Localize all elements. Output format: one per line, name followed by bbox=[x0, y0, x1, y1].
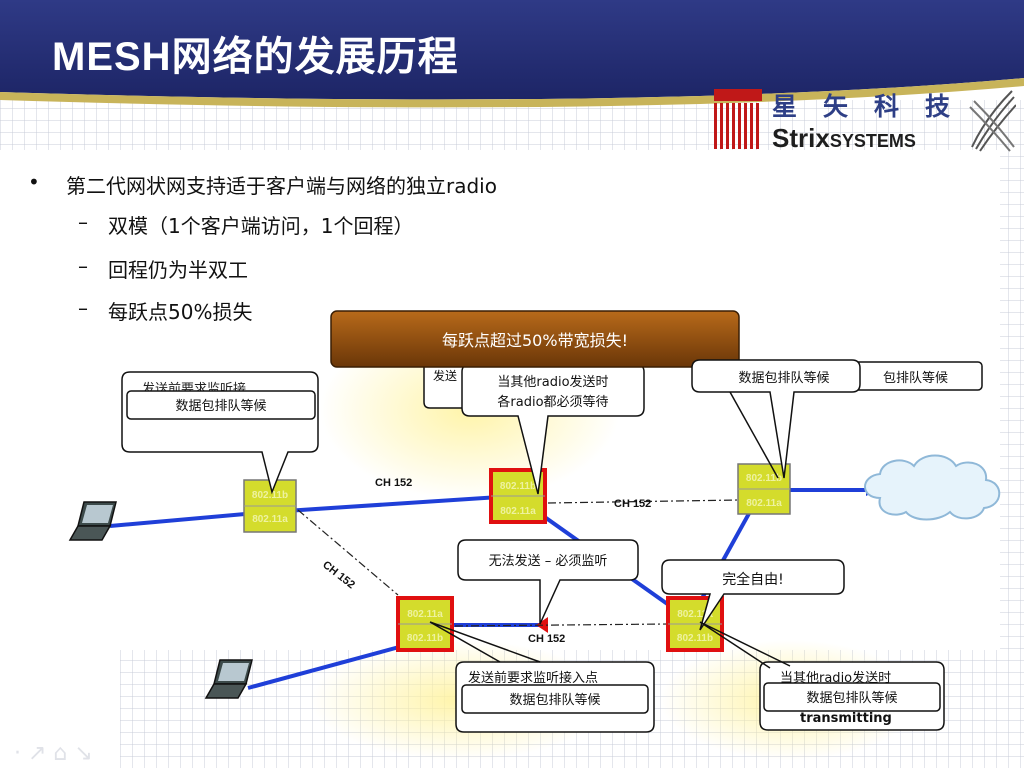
bottom-panel bbox=[0, 650, 120, 768]
wait-text-line2: 各radio都必须等待 bbox=[497, 394, 608, 410]
logo-swirl-icon bbox=[969, 90, 1016, 152]
bullet-marker: • bbox=[28, 170, 40, 194]
queue-label: 数据包排队等候 bbox=[509, 692, 600, 708]
speech-bubble bbox=[691, 359, 861, 479]
node-radio-label: 802.11b bbox=[407, 633, 443, 644]
radio-text-partial: 当其他radio发送时 bbox=[780, 670, 891, 686]
speech-bubble bbox=[461, 363, 645, 495]
queue-label-partial: 包排队等候 bbox=[883, 370, 948, 386]
request-listen-text: 发送前要求监听接入点 bbox=[468, 670, 598, 686]
node-radio-label: 802.11a bbox=[407, 609, 443, 620]
node-radio-label: 802.11a bbox=[252, 514, 288, 525]
header-band bbox=[0, 0, 1024, 100]
banner-text: 每跃点超过50%带宽损失! bbox=[442, 331, 628, 350]
node-radio-label: 802.11b bbox=[746, 473, 782, 484]
laptop-icon bbox=[68, 501, 117, 541]
node-radio-label: 802.11a bbox=[500, 506, 536, 517]
mesh-node[interactable]: 802.11b 802.11a bbox=[737, 463, 791, 515]
dashed-link-node4-node5 bbox=[454, 623, 669, 627]
callout-pointer bbox=[729, 391, 779, 479]
callout-pointer bbox=[699, 621, 791, 669]
bullet-sub-marker: – bbox=[78, 296, 88, 320]
queue-label-box bbox=[461, 684, 649, 714]
bandwidth-loss-banner bbox=[330, 310, 740, 368]
queue-label-box bbox=[763, 682, 941, 712]
company-logo: 星矢科技 StrixSYSTEMS bbox=[712, 85, 1018, 155]
node-radio-label: 802.11a bbox=[746, 498, 782, 509]
node-radio-label: 802.11b bbox=[252, 490, 288, 501]
bullet-sub-marker: – bbox=[78, 254, 88, 278]
bullet-main-text: 第二代网状网支持适于客户端与网络的独立radio bbox=[66, 174, 497, 198]
logo-chinese-name: 星矢科技 bbox=[772, 92, 977, 121]
channel-label: CH 152 bbox=[528, 633, 565, 645]
channel-label: CH 152 bbox=[614, 498, 651, 510]
bullet-sub-text: 双模（1个客户端访问，1个回程） bbox=[108, 214, 414, 238]
speech-bubble bbox=[661, 559, 845, 631]
queue-label: 数据包排队等候 bbox=[175, 398, 266, 414]
internet-cloud-icon bbox=[864, 454, 1001, 521]
bullet-sub-marker: – bbox=[78, 210, 88, 234]
slide-title: MESH网络的发展历程 bbox=[52, 35, 459, 79]
logo-english-sub: SYSTEMS bbox=[829, 131, 916, 151]
bullet-sub-text: 每跃点50%损失 bbox=[108, 300, 253, 324]
node-radio-label: 802.11a bbox=[677, 609, 713, 620]
callout-pointer bbox=[429, 621, 541, 663]
header-gold-stripe bbox=[0, 78, 1024, 108]
transmitting-text-partial: transmitting bbox=[800, 711, 892, 726]
node-radio-label: 802.11b bbox=[500, 481, 536, 492]
link-node1-node2 bbox=[269, 494, 516, 514]
dashed-link-node1-node4 bbox=[297, 509, 399, 596]
mesh-node-transmitting[interactable]: 802.11a 802.11b bbox=[396, 596, 454, 652]
queue-label: 数据包排队等候 bbox=[738, 370, 829, 386]
channel-label: CH 152 bbox=[375, 477, 412, 489]
logo-english-main: Strix bbox=[772, 123, 830, 153]
node-radio-label: 802.11b bbox=[677, 633, 713, 644]
decorative-glyphs: · ↗ ⌂ ↘ bbox=[14, 741, 93, 766]
mesh-node-transmitting[interactable]: 802.11a 802.11b bbox=[666, 596, 724, 652]
bullet-sub-text: 回程仍为半双工 bbox=[108, 258, 248, 282]
link-laptop1-node1 bbox=[109, 510, 269, 528]
wait-text-line1: 当其他radio发送时 bbox=[497, 374, 608, 390]
link-laptop2-node4 bbox=[247, 638, 426, 690]
speech-bubble bbox=[457, 539, 639, 625]
logo-english-name: StrixSYSTEMS bbox=[772, 123, 916, 154]
bubble-text-partial: 发送 bbox=[433, 368, 457, 383]
slide-header: MESH网络的发展历程 bbox=[0, 0, 1024, 100]
queue-label-box bbox=[126, 390, 316, 420]
mesh-node[interactable]: 802.11b 802.11a bbox=[243, 479, 297, 533]
cannot-send-text: 无法发送 – 必须监听 bbox=[489, 553, 608, 569]
logo-mark-icon bbox=[714, 89, 762, 149]
laptop-icon bbox=[204, 659, 253, 699]
queue-label: 数据包排队等候 bbox=[806, 690, 897, 706]
free-text: 完全自由! bbox=[722, 571, 784, 588]
